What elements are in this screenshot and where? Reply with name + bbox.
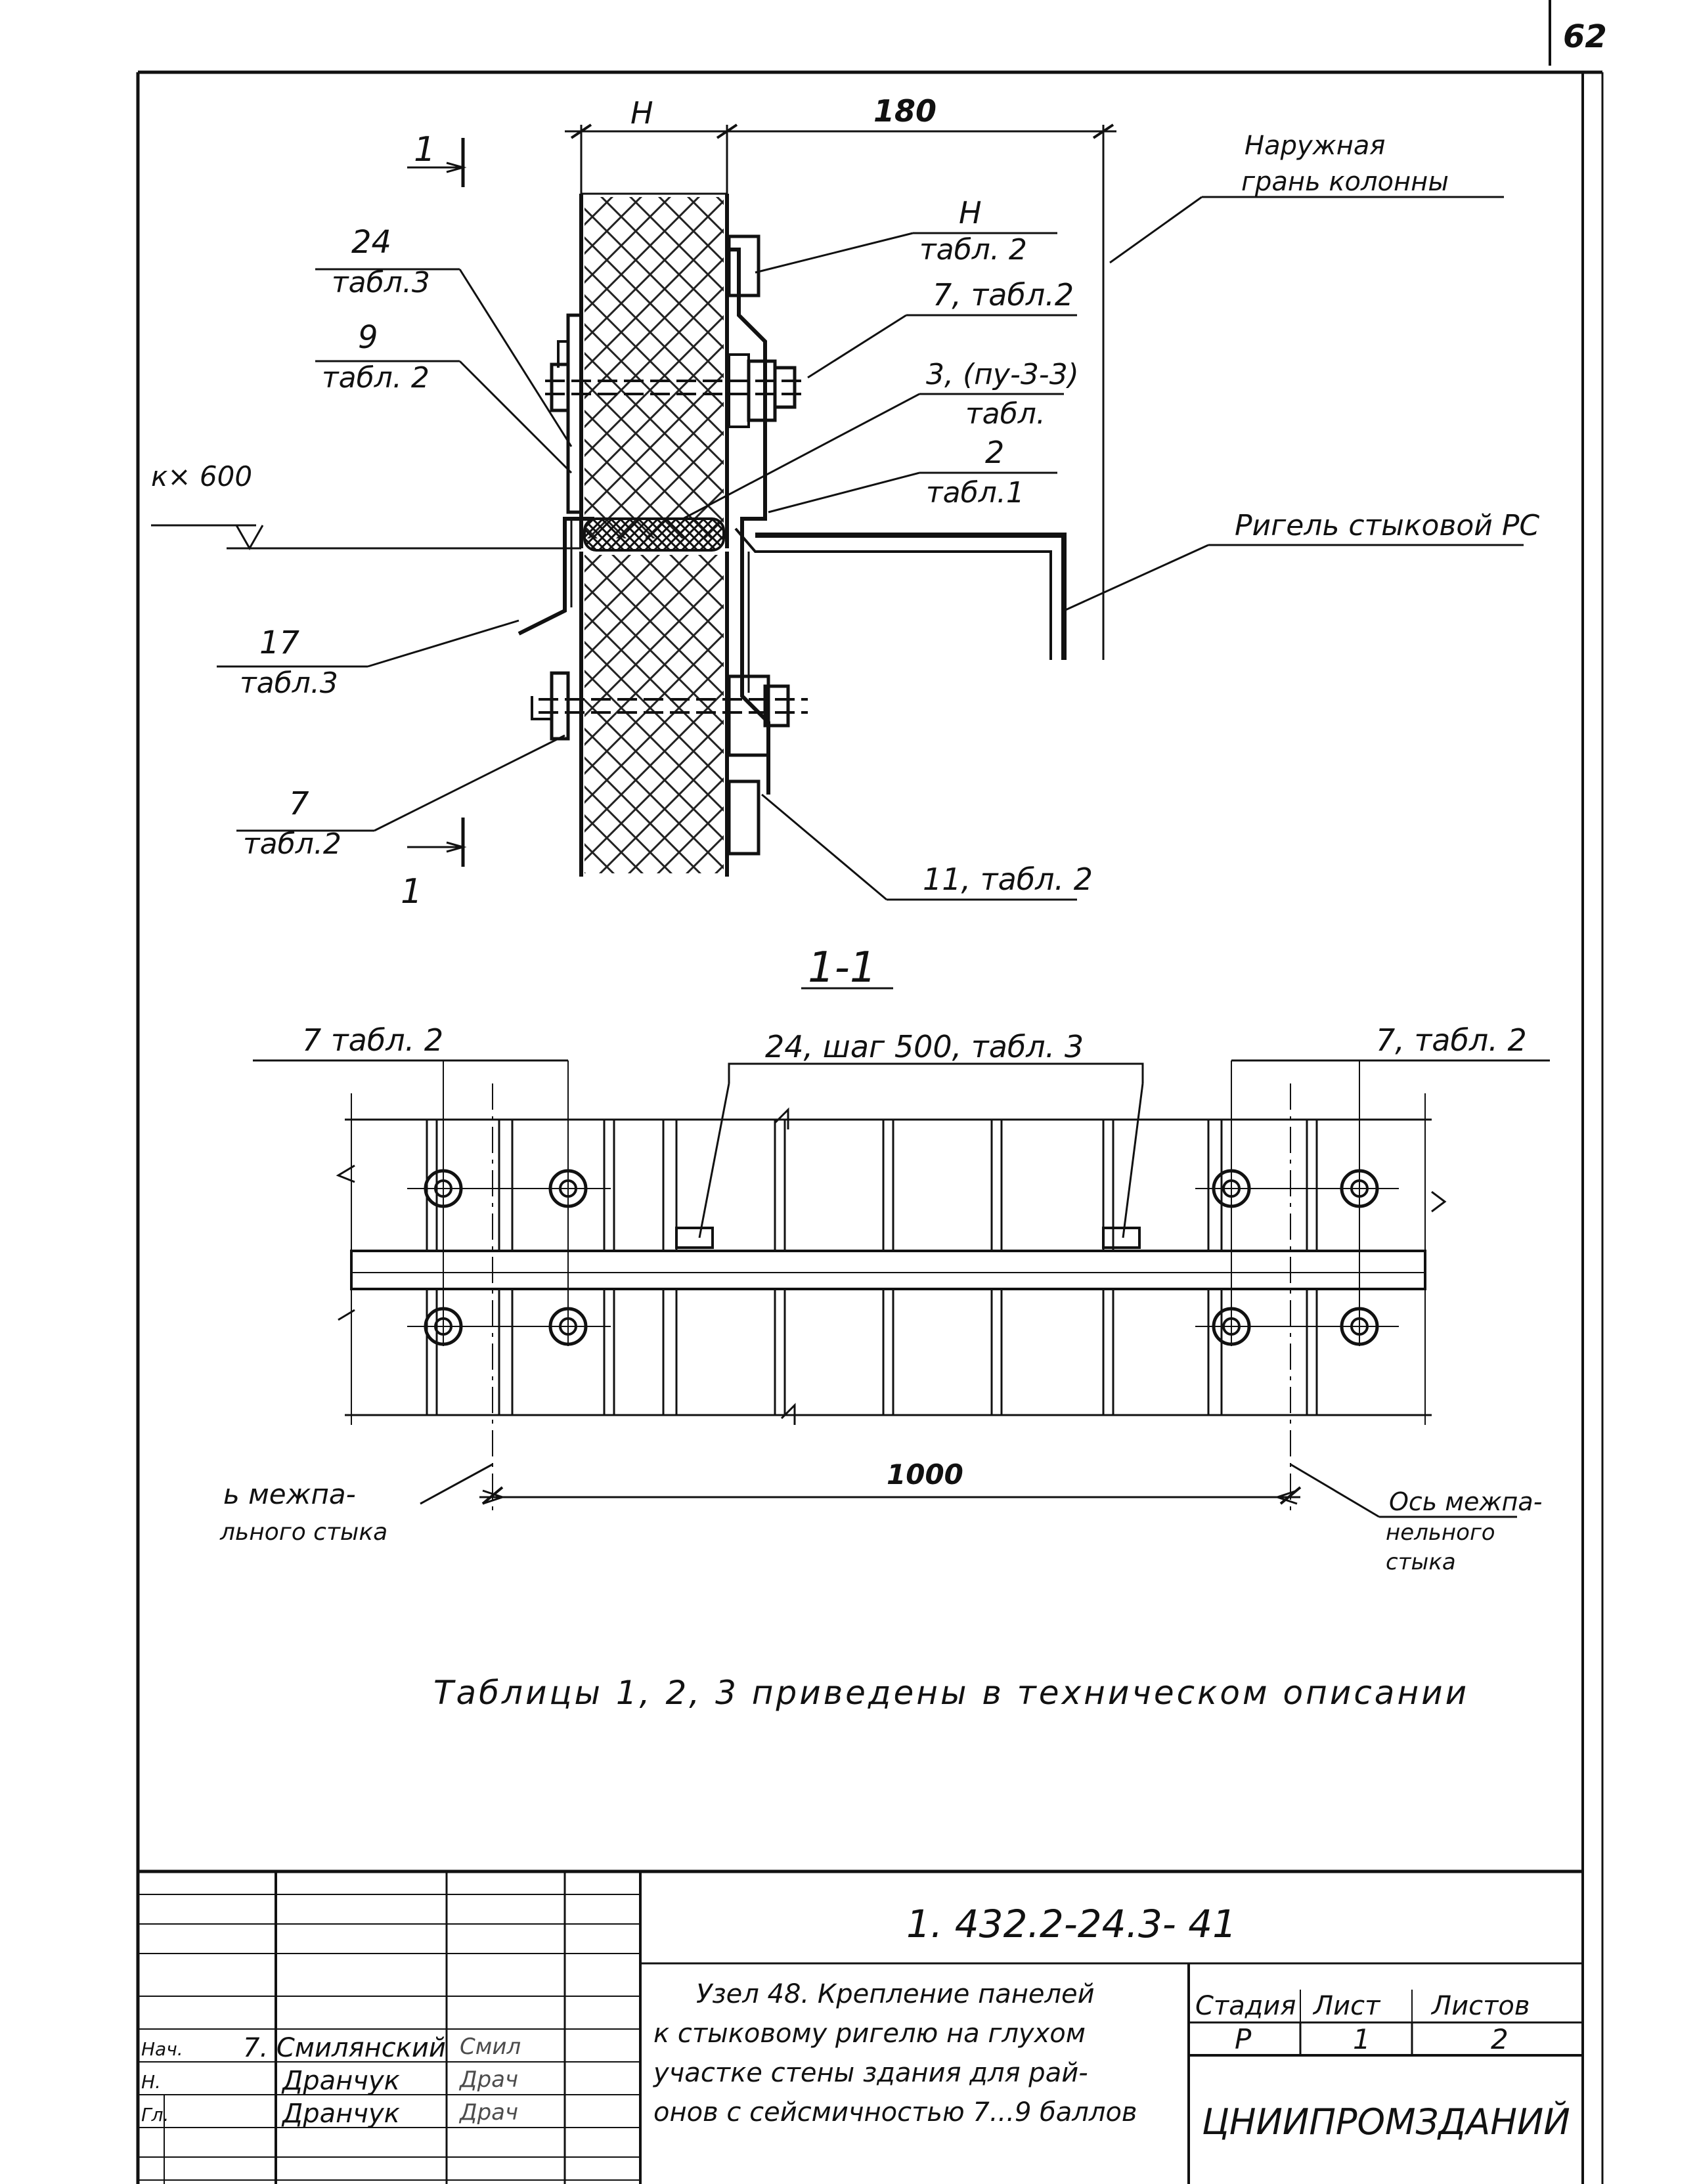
outer-face-label-line1: Наружная [1245,131,1385,161]
label-rigel: Ригель стыковой РС [1235,509,1539,542]
title-block [138,1869,1583,2184]
label-2-ref: табл.1 [926,476,1025,510]
section-mark-bottom: 1 [401,872,422,911]
title-block-text: 1. 432.2-24.3- 41 Узел 48. Крепление пан… [141,1902,1570,2143]
bolt-washer [548,1169,588,1208]
elevation-labels: H 180 Наружная грань колонны H табл. 2 7… [151,93,1539,911]
label-7-lower-ref: табл.2 [243,827,342,861]
bolt-hole [1350,1179,1369,1198]
sheet-value: 1 [1353,2023,1371,2055]
label-9-num: 9 [358,319,378,356]
label-9-ref: табл. 2 [322,361,430,395]
description-line4: онов с сейсмичностью 7...9 баллов [653,2097,1137,2128]
bolt-hole [1350,1317,1369,1336]
sheets-header: Листов [1430,1991,1530,2021]
row3-signature: Драч [458,2099,518,2126]
axis-left-line1: ь межпа- [223,1478,356,1510]
dim-h-label: H [630,95,653,131]
axis-right-line3: стыка [1386,1549,1456,1575]
label-11-tabl2: 11, табл. 2 [923,862,1093,897]
sheets-value: 2 [1491,2023,1509,2055]
bolt-washer [424,1169,463,1208]
bolt-hole [559,1317,577,1336]
description-line3: участке стены здания для рай- [653,2058,1088,2088]
axis-right-line2: нельного [1386,1519,1495,1546]
label-2-num: 2 [985,435,1004,470]
bolt-washer [548,1307,588,1346]
sheet-header: Лист [1312,1991,1381,2021]
bolt-washer [424,1307,463,1346]
row2-signature: Драч [458,2066,518,2093]
section-label-mid: 24, шаг 500, табл. 3 [765,1029,1084,1064]
lower-panel-insulation [584,555,724,873]
stage-value: Р [1235,2023,1252,2055]
stage-header: Стадия [1195,1991,1296,2021]
bolt-hole [1222,1317,1241,1336]
bolt-hole [1222,1179,1241,1198]
label-kx600: к× 600 [151,460,252,492]
description-line1: Узел 48. Крепление панелей [696,1979,1095,2009]
sheet-frame [136,0,1604,2184]
outer-face-label-line2: грань колонны [1241,167,1449,197]
drawing-code: 1. 432.2-24.3- 41 [906,1902,1237,1946]
axis-right-line1: Ось межпа- [1389,1487,1542,1516]
row3-name: Дранчук [281,2099,400,2129]
label-h-tabl2-num: H [959,195,982,230]
section-mark-top: 1 [414,130,435,169]
sheet-number: 62 [1563,18,1607,55]
label-24-ref: табл.3 [332,266,430,299]
bolt-washer [1212,1307,1251,1346]
label-24-num: 24 [351,224,391,261]
dim-180-label: 180 [873,93,937,129]
row2-role: Н. [141,2071,161,2093]
joint-seal [583,517,725,552]
elevation-view [151,123,1524,901]
label-3-num: 3, (пу-3-3) [926,358,1079,391]
section-labels: 1-1 7 табл. 2 24, шаг 500, табл. 3 7, та… [219,944,1542,1575]
bolt-hole [434,1317,452,1336]
label-h-tabl2-ref: табл. 2 [919,233,1027,267]
tables-note: Таблицы 1, 2, 3 приведены в техническом … [433,1674,1469,1712]
bolt-hole [434,1179,452,1198]
row1-signature: Смил [460,2034,521,2060]
section-label-left: 7 табл. 2 [302,1022,443,1058]
row1-role: Нач. [141,2038,183,2060]
bolt-washer [1340,1169,1379,1208]
bolt-washer [1340,1307,1379,1346]
section-bolts [424,1169,1379,1346]
section-label-right: 7, табл. 2 [1376,1022,1527,1058]
dim-1000-label: 1000 [887,1458,963,1491]
row1-name: 7. Смилянский [243,2033,446,2063]
organization: ЦНИИПРОМЗДАНИЙ [1202,2101,1570,2143]
label-7-lower-num: 7 [289,785,309,822]
section-title: 1-1 [808,944,877,992]
bolt-washer [1212,1169,1251,1208]
label-3-ref: табл. [965,397,1046,431]
description-line2: к стыковому ригелю на глухом [653,2019,1086,2049]
label-17-ref: табл.3 [240,666,338,700]
row3-role: Гл. [141,2104,169,2126]
label-7-tabl2: 7, табл.2 [933,277,1074,313]
label-17-num: 17 [259,624,300,661]
row2-name: Дранчук [281,2066,400,2096]
upper-panel-insulation [584,197,724,538]
section-1-1 [253,987,1550,1518]
axis-left-line2: льного стыка [219,1519,387,1546]
bolt-hole [559,1179,577,1198]
